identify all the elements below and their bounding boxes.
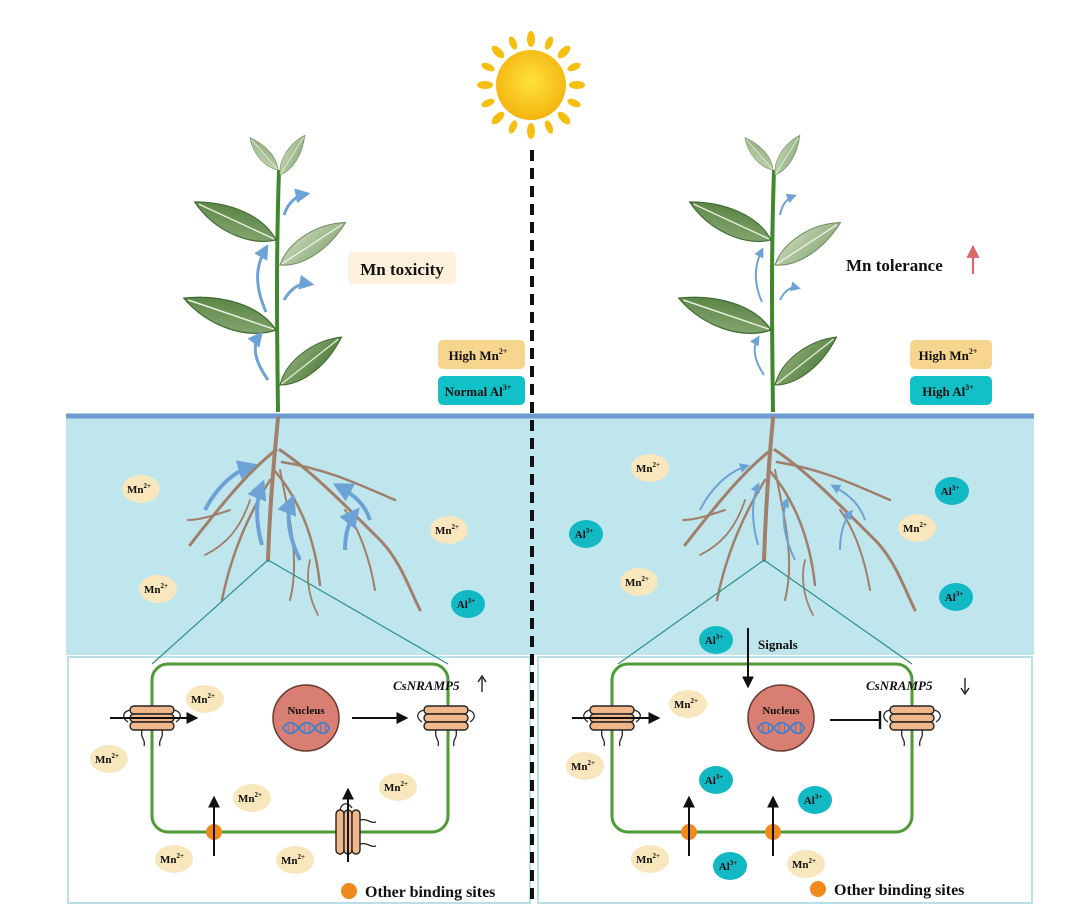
svg-text:Mn2+: Mn2+ <box>127 482 151 496</box>
al-ion-23: Al3+ <box>713 852 747 880</box>
svg-text:Mn2+: Mn2+ <box>571 759 595 773</box>
svg-text:Al3+: Al3+ <box>705 633 724 647</box>
mn-ion-5: Mn2+ <box>186 685 224 713</box>
left-nucleus: Nucleus <box>272 684 340 752</box>
svg-text:Al3+: Al3+ <box>945 590 964 604</box>
svg-text:Other binding sites: Other binding sites <box>365 884 495 901</box>
svg-text:Al3+: Al3+ <box>705 773 724 787</box>
svg-text:Normal Al3+: Normal Al3+ <box>445 383 512 399</box>
left-cell-wall <box>150 662 450 834</box>
svg-text:Mn2+: Mn2+ <box>903 521 927 535</box>
svg-text:Mn2+: Mn2+ <box>144 582 168 596</box>
right-gene-down-arrow-icon <box>960 678 970 696</box>
mn-ion-9: Mn2+ <box>155 845 193 873</box>
mn-ion-3: Mn2+ <box>139 575 177 603</box>
al-ion-12: Al3+ <box>935 477 969 505</box>
left-effect-label: Mn toxicity <box>348 252 456 284</box>
sun-icon <box>477 31 585 139</box>
left-gene-up-arrow-icon <box>477 674 487 692</box>
left-legend: Other binding sites <box>341 883 495 901</box>
left-condition-mn: High Mn2+ <box>438 340 525 369</box>
right-cell-wall <box>610 662 914 834</box>
mn-ion-6: Mn2+ <box>90 745 128 773</box>
al-ion-13: Al3+ <box>569 520 603 548</box>
svg-text:Mn2+: Mn2+ <box>160 852 184 866</box>
svg-text:Mn2+: Mn2+ <box>625 575 649 589</box>
signals-label: Signals <box>758 637 798 652</box>
svg-text:Mn2+: Mn2+ <box>435 523 459 537</box>
svg-text:Al3+: Al3+ <box>719 859 738 873</box>
al-ion-20: Al3+ <box>699 766 733 794</box>
al-ion-17: Al3+ <box>699 626 733 654</box>
svg-text:Al3+: Al3+ <box>457 597 476 611</box>
right-gene-label: CsNRAMP5 <box>866 678 933 693</box>
right-root-uptake-arrows <box>699 463 866 561</box>
mn-ion-11: Mn2+ <box>631 454 669 482</box>
mn-ion-18: Mn2+ <box>669 690 707 718</box>
left-condition-al: Normal Al3+ <box>438 376 525 405</box>
mn-ion-15: Mn2+ <box>620 568 658 596</box>
right-nucleus: Nucleus <box>747 684 815 752</box>
svg-text:Mn2+: Mn2+ <box>191 692 215 706</box>
svg-text:Mn2+: Mn2+ <box>281 853 305 867</box>
mn-ion-19: Mn2+ <box>566 752 604 780</box>
left-gene-label: CsNRAMP5 <box>393 678 460 693</box>
svg-text:Mn2+: Mn2+ <box>792 857 816 871</box>
mn-ion-1: Mn2+ <box>122 475 160 503</box>
soil-region <box>66 417 1034 655</box>
svg-text:Nucleus: Nucleus <box>762 705 800 717</box>
left-roots <box>187 416 422 616</box>
ions-layer: Mn2+ Mn2+ Mn2+ Al3+ Mn2+ Mn2+ Mn2+ Mn2+ Mn2+ Mn2+… <box>90 454 973 880</box>
svg-text:Mn2+: Mn2+ <box>636 852 660 866</box>
al-ion-4: Al3+ <box>451 590 485 618</box>
svg-text:Mn2+: Mn2+ <box>384 780 408 794</box>
right-legend: Other binding sites <box>810 881 964 899</box>
al-ion-21: Al3+ <box>798 786 832 814</box>
svg-text:Mn2+: Mn2+ <box>636 461 660 475</box>
al-ion-16: Al3+ <box>939 583 973 611</box>
zoom-lines <box>151 559 913 665</box>
svg-text:Mn2+: Mn2+ <box>238 791 262 805</box>
svg-text:Al3+: Al3+ <box>804 793 823 807</box>
left-root-uptake-arrows <box>203 460 372 561</box>
right-effect-text: Mn tolerance <box>846 256 943 275</box>
svg-text:Mn2+: Mn2+ <box>95 752 119 766</box>
mn-ion-14: Mn2+ <box>898 514 936 542</box>
right-effect-label: Mn tolerance <box>846 244 980 275</box>
svg-text:High Mn2+: High Mn2+ <box>919 347 978 363</box>
svg-text:Al3+: Al3+ <box>941 484 960 498</box>
mn-ion-24: Mn2+ <box>787 850 825 878</box>
mn-ion-10: Mn2+ <box>276 846 314 874</box>
left-plant <box>178 131 353 413</box>
svg-text:Al3+: Al3+ <box>575 527 594 541</box>
svg-text:Nucleus: Nucleus <box>287 705 325 717</box>
mn-ion-7: Mn2+ <box>233 784 271 812</box>
svg-text:High Mn2+: High Mn2+ <box>449 347 508 363</box>
right-plant <box>673 131 848 413</box>
mn-ion-2: Mn2+ <box>430 516 468 544</box>
svg-text:Other binding sites: Other binding sites <box>834 882 964 899</box>
right-condition-mn: High Mn2+ <box>910 340 992 369</box>
svg-text:Mn2+: Mn2+ <box>674 697 698 711</box>
left-effect-text: Mn toxicity <box>360 260 444 279</box>
right-roots <box>682 416 917 616</box>
mn-ion-8: Mn2+ <box>379 773 417 801</box>
mn-ion-22: Mn2+ <box>631 845 669 873</box>
svg-text:High Al3+: High Al3+ <box>922 383 974 399</box>
right-condition-al: High Al3+ <box>910 376 992 405</box>
